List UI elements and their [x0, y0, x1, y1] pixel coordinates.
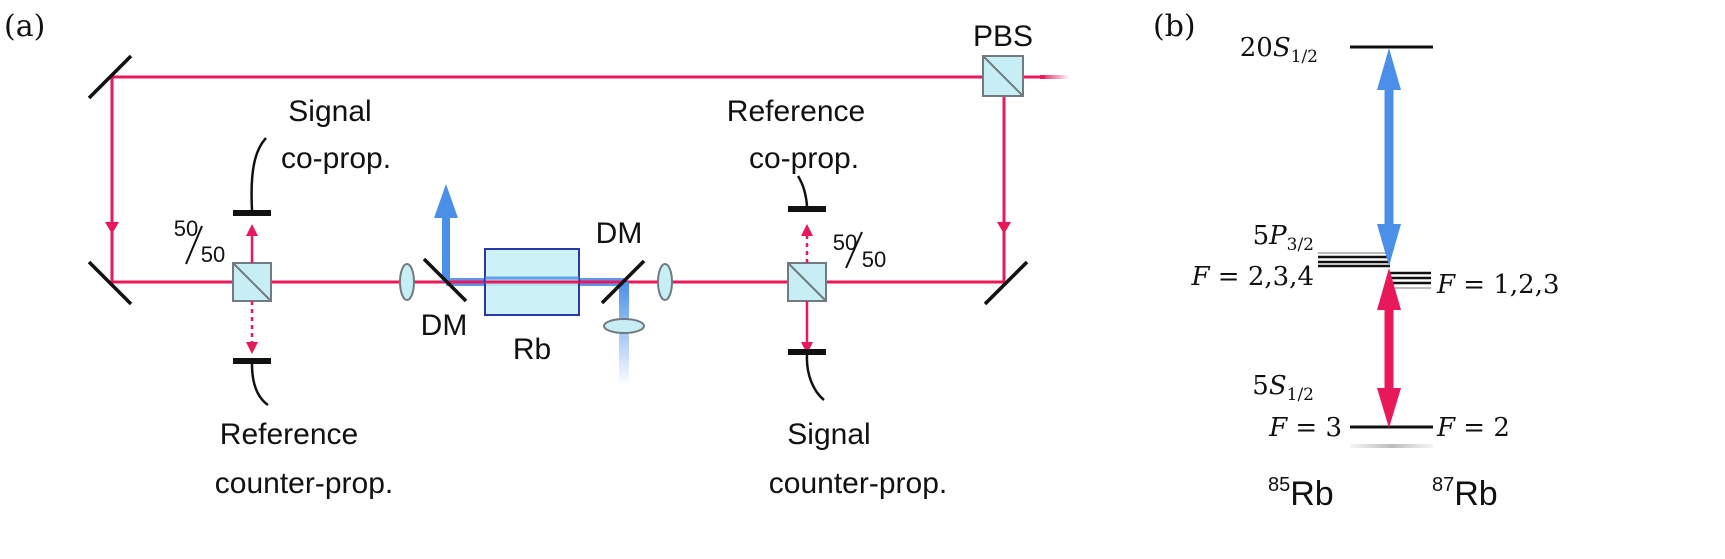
probe-input-fade: [1040, 75, 1070, 79]
label-reference-counter: Reference counter-prop.: [215, 418, 393, 500]
pbs-label: PBS: [973, 20, 1033, 53]
svg-text:Signal: Signal: [787, 418, 870, 451]
svg-text:co-prop.: co-prop.: [281, 142, 391, 175]
dm-right-label: DM: [596, 217, 643, 250]
beamsplitter-left: [232, 262, 272, 302]
label-signal-co: Signal co-prop.: [281, 95, 391, 175]
label-ground-f85: F = 3: [1268, 413, 1342, 443]
label-rydberg: 20S1/2: [1240, 33, 1318, 67]
rb-cell: [484, 248, 580, 316]
lens-left: [399, 263, 415, 301]
svg-text:co-prop.: co-prop.: [749, 142, 859, 175]
beamsplitter-right: [787, 262, 827, 302]
fraction-left: 50 50: [174, 216, 225, 267]
svg-text:50: 50: [862, 247, 886, 272]
pbs-cube: [982, 55, 1024, 97]
mirror-top-left: [87, 54, 133, 100]
lens-right: [657, 263, 673, 301]
panel-b-label: (b): [1153, 9, 1196, 44]
label-ground: 5S1/2: [1252, 371, 1314, 405]
svg-text:Reference: Reference: [727, 95, 865, 128]
lens-coupling: [603, 318, 645, 334]
label-isotope-87: 87Rb: [1432, 474, 1498, 513]
fiber-reference-co: [796, 175, 809, 207]
coupling-transition-arrow: [1377, 48, 1401, 266]
right-detector-paths: [801, 224, 813, 354]
coupling-output-arrow: [434, 184, 458, 218]
fiber-signal-co: [250, 137, 267, 211]
left-detector-paths: [246, 224, 258, 354]
level-ground-hyperfine: [1350, 444, 1433, 448]
svg-text:Reference: Reference: [220, 418, 358, 451]
svg-text:counter-prop.: counter-prop.: [215, 467, 393, 500]
label-ground-f87: F = 2: [1436, 413, 1510, 443]
svg-text:Signal: Signal: [288, 95, 371, 128]
probe-transition-arrow: [1377, 268, 1401, 428]
svg-text:counter-prop.: counter-prop.: [769, 467, 947, 500]
rb-cell-label: Rb: [513, 333, 551, 366]
svg-text:50: 50: [201, 242, 225, 267]
label-p-f87: F = 1,2,3: [1436, 270, 1560, 300]
label-isotope-85: 85Rb: [1268, 474, 1334, 513]
beam-direction-arrows: [105, 222, 1011, 234]
fiber-reference-counter: [250, 363, 269, 407]
mirror-bottom-right: [983, 260, 1029, 306]
fraction-right: 50 50: [833, 230, 886, 272]
label-p-f85: F = 2,3,4: [1190, 262, 1314, 292]
level-p-85: [1318, 252, 1390, 268]
level-p-87: [1390, 271, 1431, 289]
panel-a-label: (a): [4, 9, 45, 44]
dichroic-mirror-right: [600, 259, 646, 305]
dm-left-label: DM: [421, 309, 468, 342]
svg-text:50: 50: [174, 216, 198, 241]
fiber-signal-counter: [805, 354, 825, 401]
label-p-state: 5P3/2: [1253, 221, 1314, 255]
mirror-bottom-left: [87, 260, 133, 306]
corner-mirrors: [87, 54, 1029, 306]
dichroic-mirror-left: [422, 257, 468, 303]
label-reference-co: Reference co-prop.: [727, 95, 865, 175]
label-signal-counter: Signal counter-prop.: [769, 418, 947, 500]
